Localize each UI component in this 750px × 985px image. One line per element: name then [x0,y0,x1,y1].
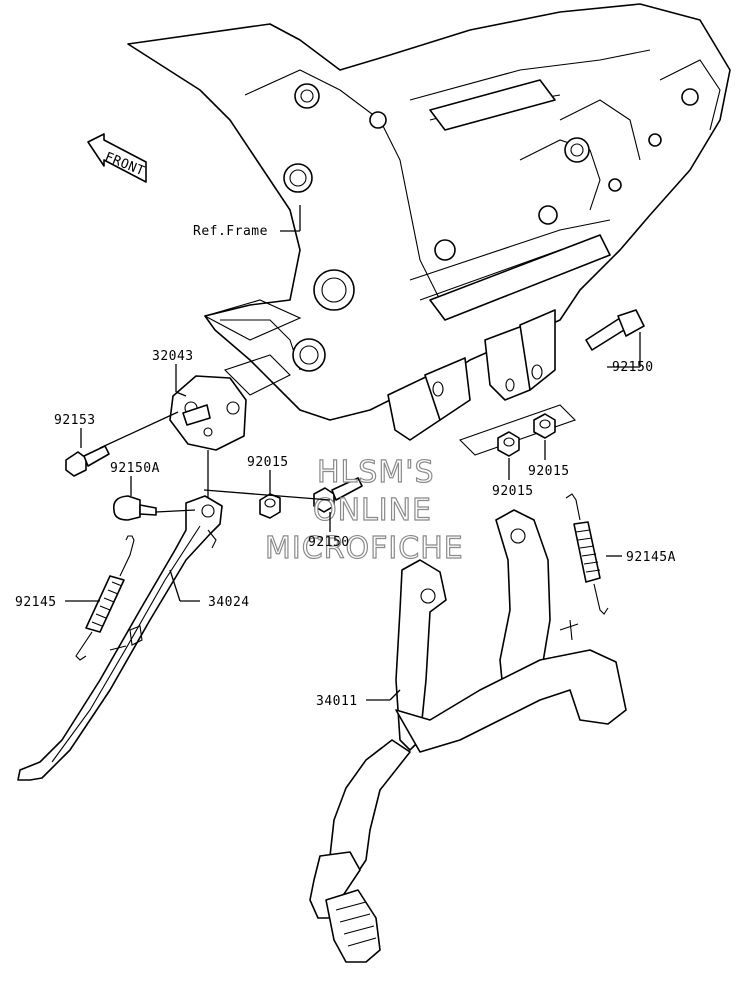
leader-lines [65,332,641,701]
bolt-92153 [65,445,110,477]
callout-labels: 32043 92153 92150A 92015 92145 34024 921… [15,349,676,709]
watermark-line-1: HLSM'S [317,455,435,490]
callout-34024: 34024 [208,595,250,610]
callout-92015-left: 92015 [247,455,289,470]
watermark-line-2: ONLINE [313,493,432,528]
callout-92145: 92145 [15,595,57,610]
front-arrow-icon: FRONT [87,133,147,183]
bolt-92150-right [585,309,645,351]
callout-92150-right: 92150 [612,360,654,375]
watermark: HLSM'S ONLINE MICROFICHE [264,454,464,566]
side-stand-34024 [17,495,223,781]
nut-92015-center [497,431,520,457]
callout-32043: 32043 [152,349,194,364]
callout-92015-right: 92015 [528,464,570,479]
watermark-line-3: MICROFICHE [265,531,464,566]
frame-drawing [127,3,731,456]
callout-34011: 34011 [316,694,358,709]
pin-92150a [112,495,157,521]
ref-frame-label: Ref.Frame [193,224,268,239]
callout-92153: 92153 [54,413,96,428]
callout-92150a: 92150A [110,461,160,476]
callout-92015-center: 92015 [492,484,534,499]
nut-92015-left [259,493,281,519]
callout-92150-center: 92150 [308,535,350,550]
spring-92145a [565,493,609,615]
center-stand-34011 [309,509,627,963]
nut-92015-right [533,413,556,439]
callout-92145a: 92145A [626,550,676,565]
spring-92145 [75,535,135,661]
bracket-32043 [169,375,247,451]
